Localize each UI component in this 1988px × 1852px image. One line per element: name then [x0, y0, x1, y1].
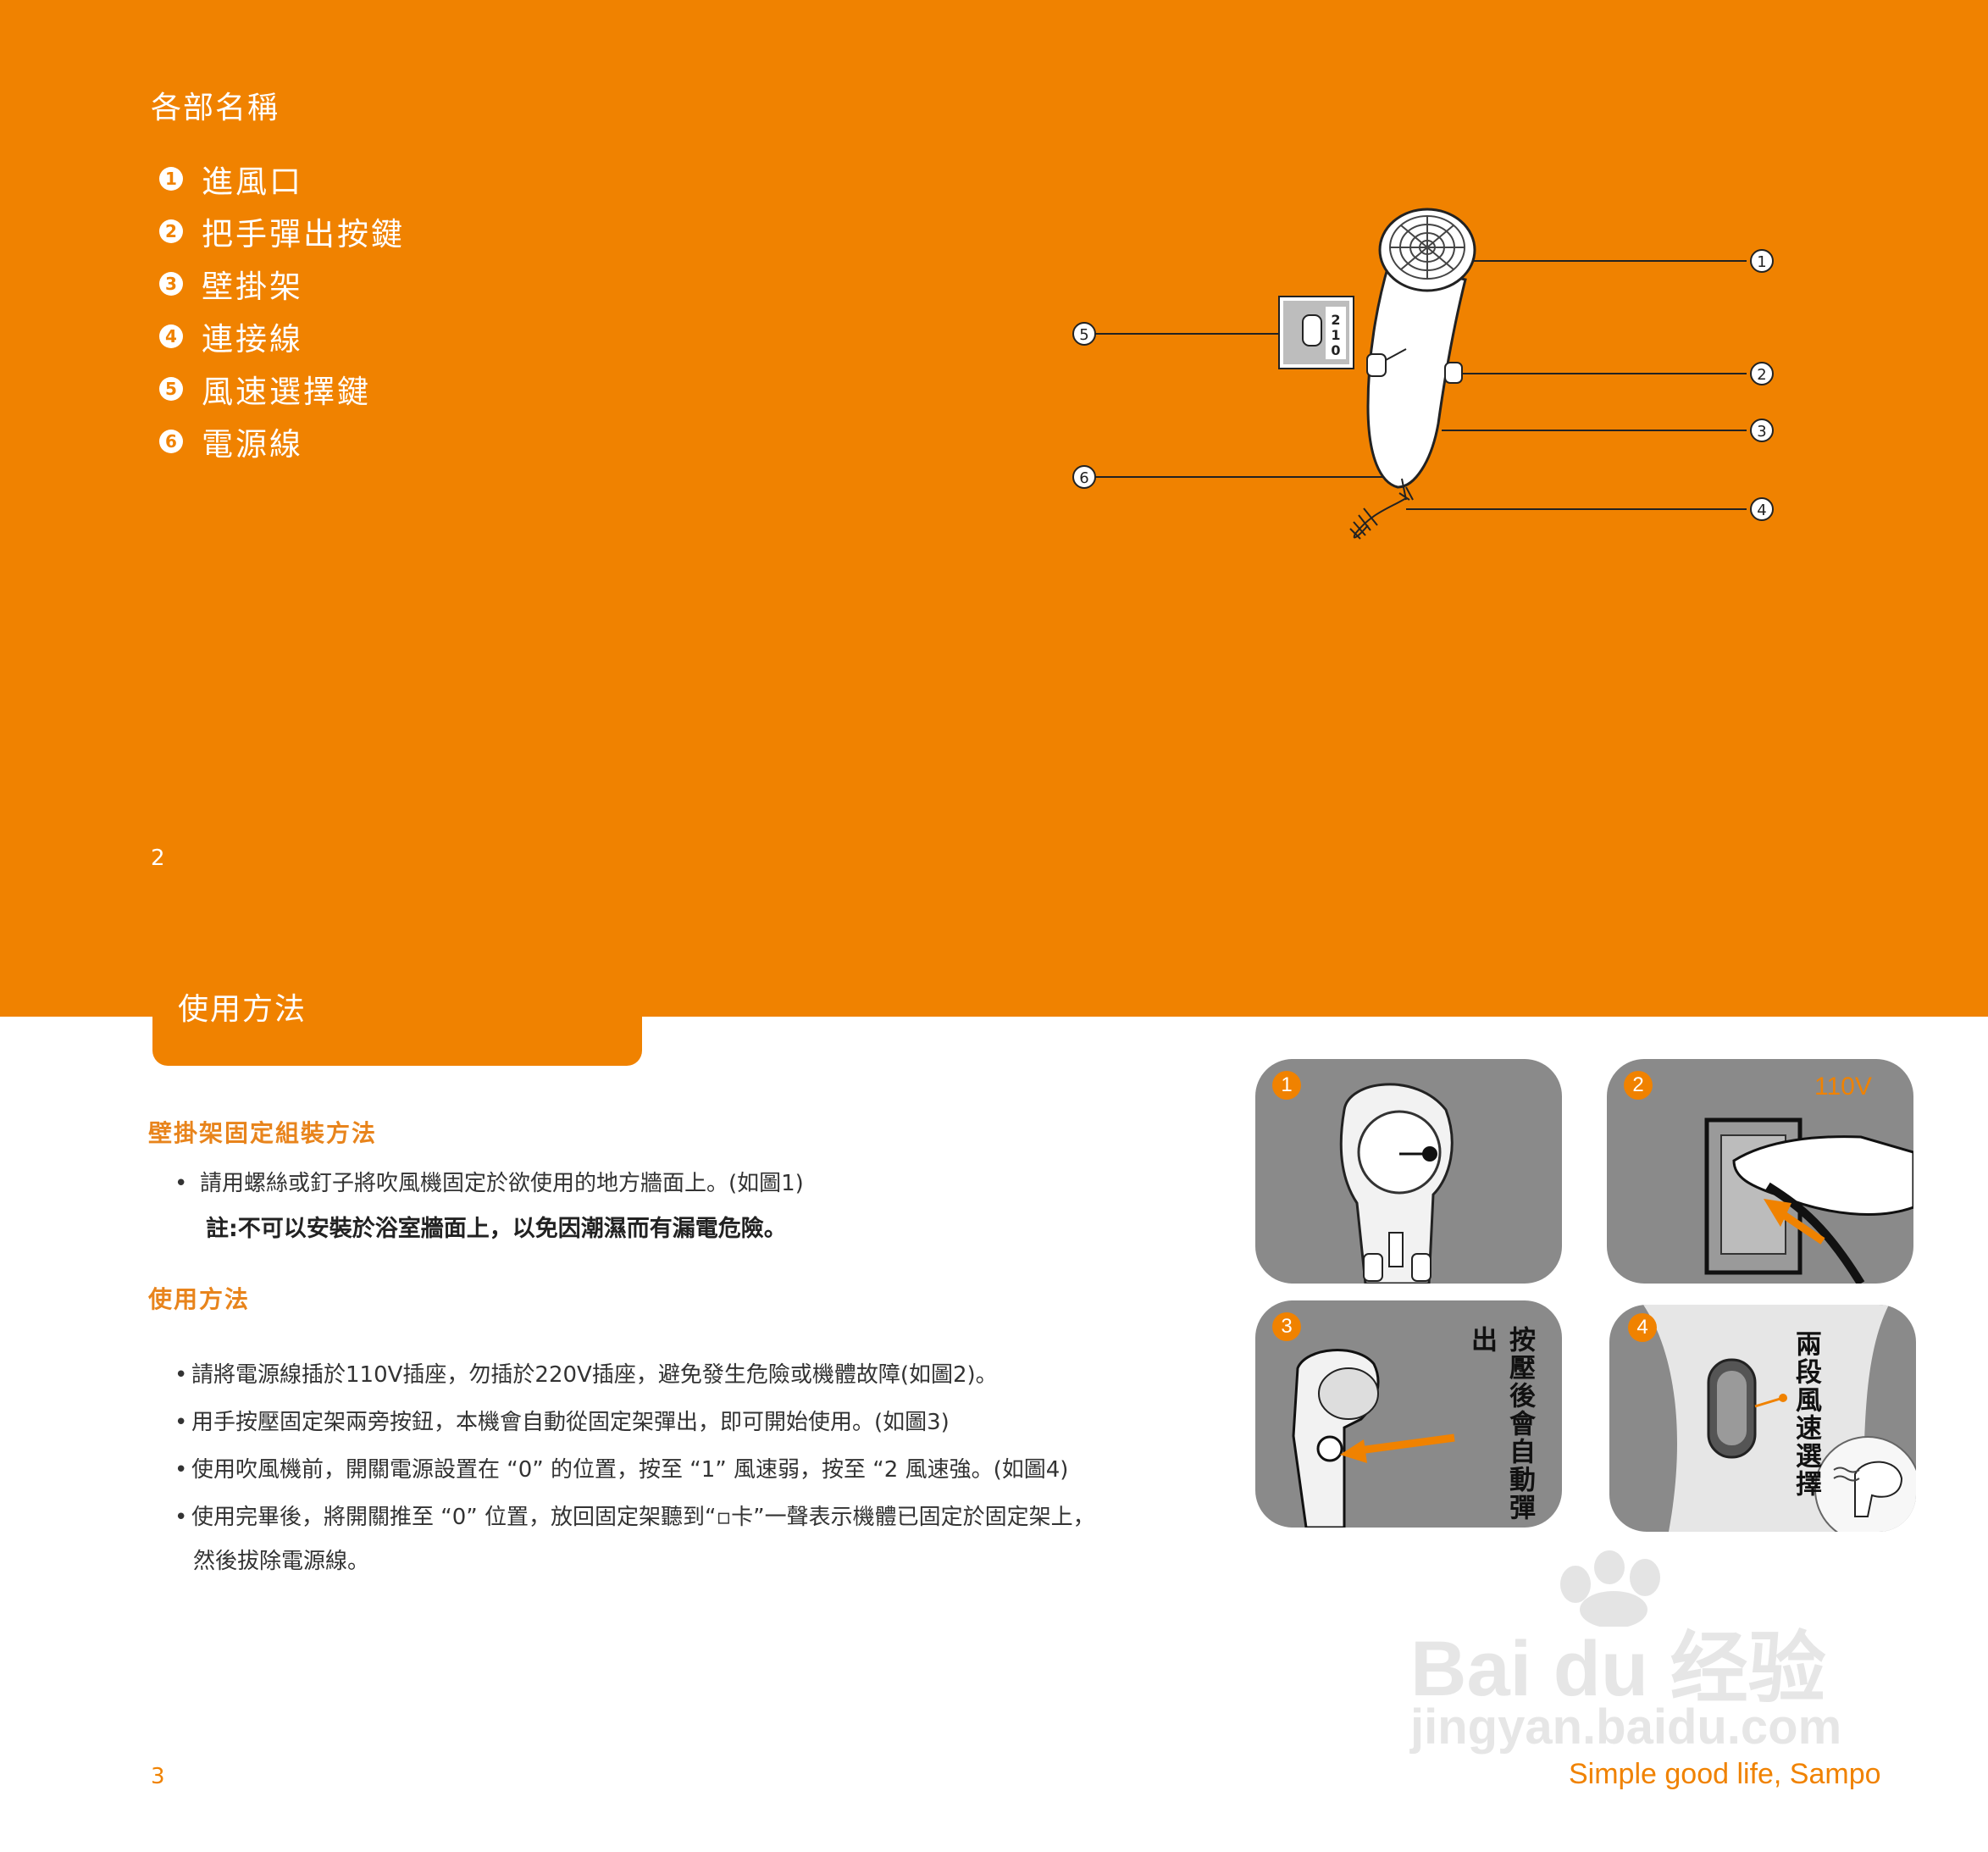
- switch-label-2: 2: [1331, 312, 1340, 328]
- item-label: 連接線: [202, 321, 303, 358]
- figure-badge: 3: [1272, 1312, 1301, 1341]
- figure-caption: 兩段風速選擇: [1791, 1330, 1821, 1498]
- list-item: 5 風速選擇鍵: [159, 363, 405, 415]
- page-number-bottom: 3: [151, 1764, 165, 1789]
- bullet-usage-3: •使用吹風機前，開關電源設置在 “0” 的位置，按至 “1” 風速弱，按至 “2…: [174, 1457, 1069, 1483]
- baidu-watermark-url: jingyan.baidu.com: [1410, 1700, 1842, 1755]
- bullet-usage-1: •請將電源線插於110V插座，勿插於220V插座，避免發生危險或機體故障(如圖2…: [174, 1362, 998, 1388]
- figure-badge: 4: [1628, 1313, 1657, 1342]
- bullet-mount: •請用螺絲或釘子將吹風機固定於欲使用的地方牆面上。(如圖1): [174, 1171, 804, 1196]
- page-title-parts: 各部名稱: [151, 91, 280, 125]
- brand-slogan: Simple good life, Sampo: [1569, 1758, 1881, 1790]
- section-tab: [152, 966, 642, 1066]
- callout-6: 6: [1079, 469, 1088, 487]
- speed-switch-illustration: [1643, 1305, 1916, 1532]
- item-number: 2: [159, 219, 183, 243]
- figure-3-photo: 3 按壓後會自動彈出: [1255, 1300, 1562, 1528]
- item-number: 6: [159, 430, 183, 453]
- bullet-text: 請將電源線插於110V插座，勿插於220V插座，避免發生危險或機體故障(如圖2)…: [191, 1362, 998, 1388]
- item-label: 進風口: [202, 164, 303, 200]
- section-heading-mount: 壁掛架固定組裝方法: [148, 1119, 378, 1147]
- list-item: 1 進風口: [159, 152, 405, 205]
- callout-5: 5: [1079, 326, 1088, 344]
- bullet-text: 用手按壓固定架兩旁按鈕，本機會自動從固定架彈出，即可開始使用。(如圖3): [191, 1410, 950, 1435]
- callout-4: 4: [1757, 502, 1766, 519]
- list-item: 6 電源線: [159, 415, 405, 468]
- list-item: 4 連接線: [159, 310, 405, 363]
- callout-2: 2: [1757, 366, 1766, 384]
- figure-1-photo: 1: [1255, 1059, 1562, 1284]
- page-number-top: 2: [151, 846, 165, 871]
- figure-caption: 按壓後會自動彈出: [1466, 1326, 1535, 1522]
- item-number: 3: [159, 272, 183, 296]
- list-item: 2 把手彈出按鍵: [159, 205, 405, 258]
- figure-2-photo: 2 110V: [1607, 1059, 1913, 1284]
- baidu-watermark: Bai du 经验: [1410, 1626, 1826, 1712]
- bullet-usage-2: •用手按壓固定架兩旁按鈕，本機會自動從固定架彈出，即可開始使用。(如圖3): [174, 1410, 950, 1435]
- item-label: 風速選擇鍵: [202, 374, 371, 410]
- switch-label-0: 0: [1331, 342, 1340, 358]
- warning-note: 註:不可以安裝於浴室牆面上，以免因潮濕而有漏電危險。: [206, 1216, 787, 1242]
- paw-icon: [1560, 1550, 1660, 1627]
- voltage-label: 110V: [1814, 1073, 1872, 1101]
- item-label: 把手彈出按鍵: [202, 216, 405, 252]
- item-label: 電源線: [202, 426, 303, 463]
- wall-mount-illustration: [1339, 1083, 1454, 1284]
- bullet-text: 請用螺絲或釘子將吹風機固定於欲使用的地方牆面上。(如圖1): [200, 1171, 804, 1196]
- bullet-text: 使用完畢後，將開關推至 “0” 位置，放回固定架聽到“▫卡”一聲表示機體已固定於…: [191, 1505, 1095, 1530]
- figure-4-photo: 4 兩段風速選擇: [1609, 1305, 1916, 1532]
- parts-list: 1 進風口 2 把手彈出按鍵 3 壁掛架 4 連接線 5 風速選擇鍵 6 電源線: [159, 152, 405, 468]
- bullet-continuation: 然後拔除電源線。: [193, 1549, 370, 1574]
- figure-badge: 1: [1272, 1071, 1301, 1100]
- callout-3: 3: [1757, 423, 1766, 441]
- section-tab-title: 使用方法: [178, 992, 307, 1027]
- callout-1: 1: [1757, 253, 1766, 271]
- hair-dryer-diagram: 2 1 0 5 6 1 2 3 4: [1072, 208, 1774, 540]
- bullet-usage-4: •使用完畢後，將開關推至 “0” 位置，放回固定架聽到“▫卡”一聲表示機體已固定…: [174, 1505, 1095, 1530]
- figure-badge: 2: [1624, 1071, 1653, 1100]
- item-number: 5: [159, 377, 183, 401]
- release-illustration: [1292, 1349, 1455, 1528]
- bullet-text: 使用吹風機前，開關電源設置在 “0” 的位置，按至 “1” 風速弱，按至 “2 …: [191, 1457, 1069, 1483]
- item-number: 4: [159, 324, 183, 348]
- section-heading-usage: 使用方法: [148, 1285, 251, 1313]
- switch-label-1: 1: [1331, 327, 1340, 343]
- item-number: 1: [159, 167, 183, 191]
- list-item: 3 壁掛架: [159, 258, 405, 310]
- item-label: 壁掛架: [202, 269, 303, 305]
- outlet-illustration: [1704, 1117, 1913, 1284]
